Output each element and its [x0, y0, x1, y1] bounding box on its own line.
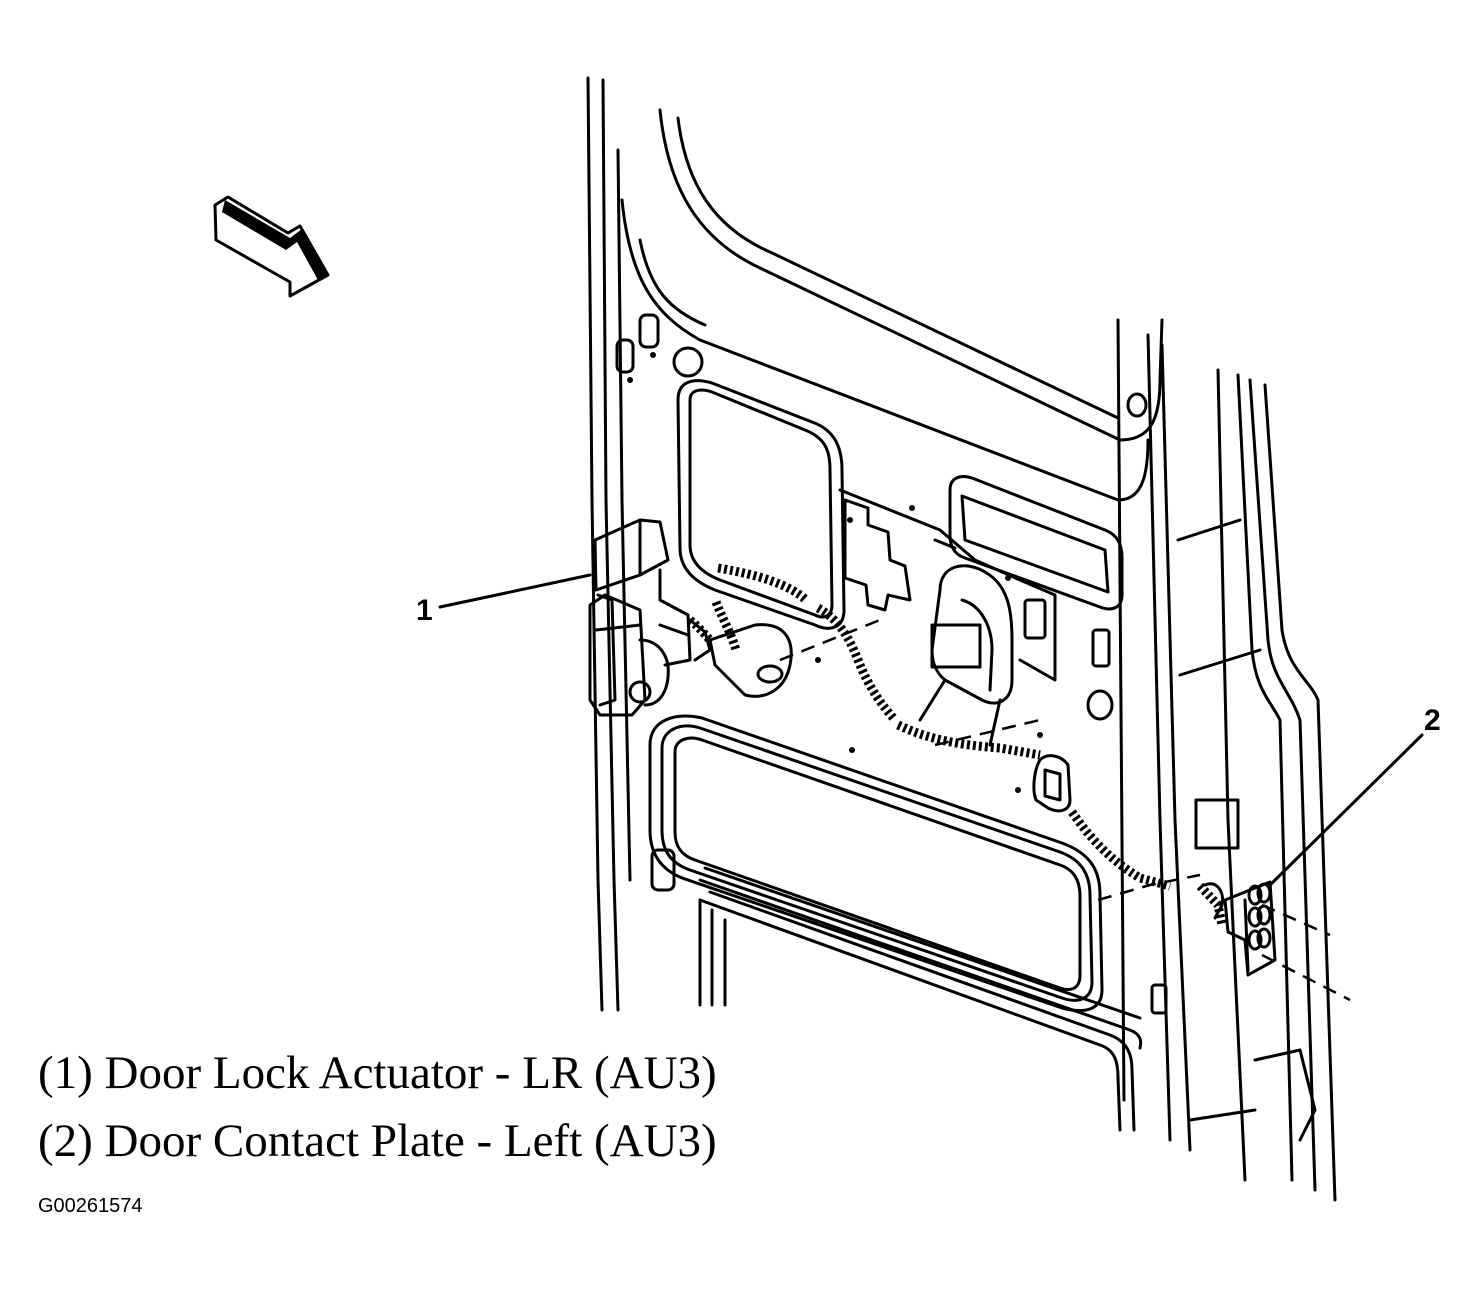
lock-bracket: [627, 352, 1057, 793]
right-pillar: [1176, 368, 1337, 1202]
legend-item-2: (2) Door Contact Plate - Left (AU3): [38, 1115, 717, 1167]
direction-arrow-icon: [213, 195, 330, 298]
callout-2-number: 2: [1424, 704, 1441, 737]
installation-lines: [779, 618, 1351, 1002]
lock-lever: [708, 623, 793, 698]
upper-opening: [676, 379, 846, 630]
door-lock-actuator: [588, 518, 712, 717]
wire-harness: [687, 563, 1227, 926]
callout-1-leader: [438, 573, 592, 609]
lower-opening: [648, 714, 1104, 1013]
door-sill: [698, 866, 1143, 1132]
housing-cylinder: [918, 564, 1014, 747]
legend-item-1: (1) Door Lock Actuator - LR (AU3): [38, 1047, 717, 1099]
cutouts: [615, 313, 1168, 1015]
door-frame: [586, 76, 1192, 1152]
figure-id: G00261574: [38, 1195, 143, 1217]
door-contact-plate: [1203, 880, 1277, 977]
callout-2-leader: [1268, 733, 1424, 887]
callout-1-number: 1: [416, 594, 433, 627]
upper-right-opening: [948, 475, 1124, 611]
